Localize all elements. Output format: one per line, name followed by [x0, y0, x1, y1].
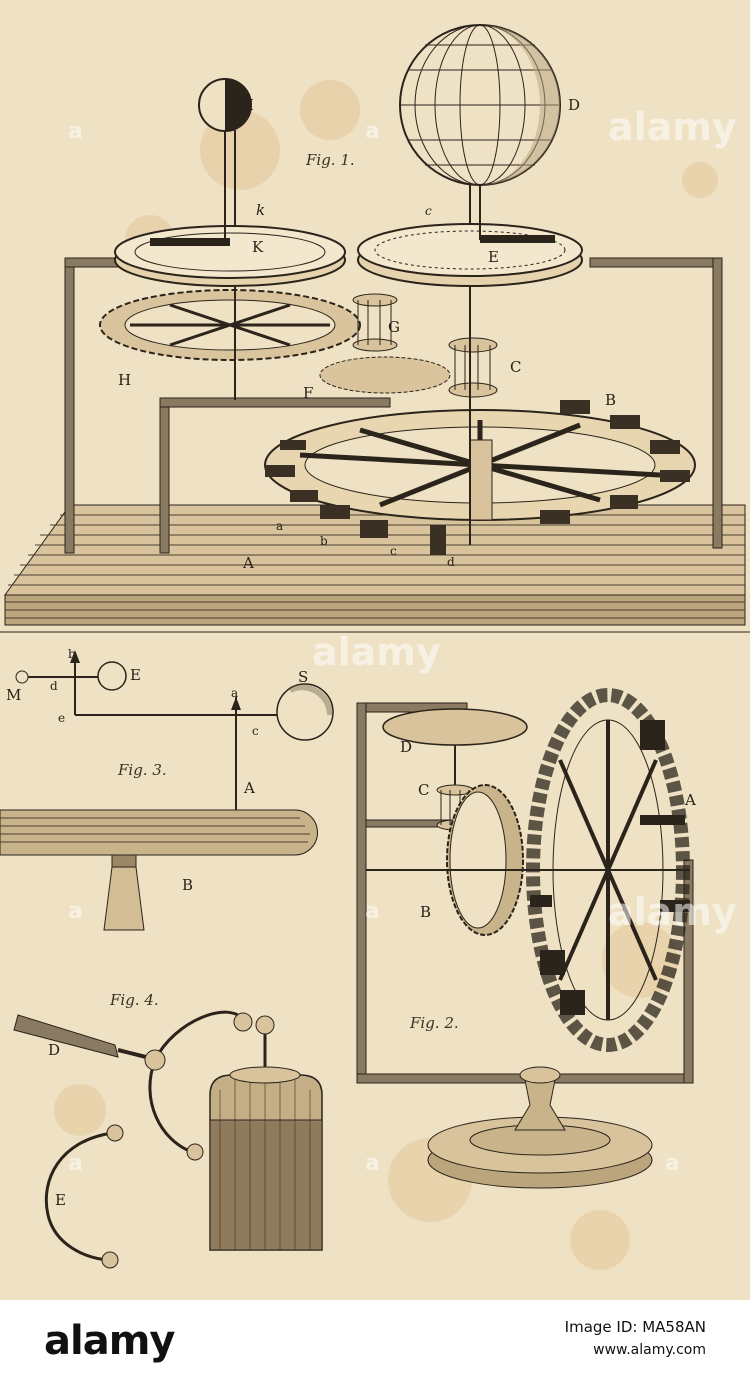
- engraving-plate: I D Fig. 1. k K c E G C H F B a b c d A: [0, 0, 750, 1300]
- fig4-joint-ball: [144, 1049, 166, 1071]
- watermark-top-right: alamy: [608, 105, 737, 149]
- fig2-gear-B: [446, 784, 524, 936]
- fig1-lantern-G: [352, 293, 398, 352]
- fig1-label-D: D: [568, 96, 580, 114]
- fig4-ball-1: [233, 1012, 253, 1032]
- fig1-label-c: c: [390, 544, 397, 558]
- fig2-caption: Fig. 2.: [409, 1014, 459, 1032]
- fig2-label-B: B: [420, 903, 431, 921]
- fig4-label-D: D: [48, 1041, 60, 1059]
- fig3-ball-E: [97, 661, 127, 691]
- fig3-label-e: e: [58, 711, 65, 725]
- fig4-jar: [209, 1066, 323, 1251]
- fig3-label-c: c: [252, 724, 259, 738]
- watermark-mark-2: a: [365, 119, 380, 144]
- fig3-rods: [22, 660, 280, 817]
- fig1-moon-I: [198, 78, 252, 240]
- fig2-label-D: D: [400, 738, 412, 756]
- figure-1: I D Fig. 1. k K c E G C H F B a b c d A: [4, 24, 746, 626]
- fig1-label-F: F: [303, 384, 313, 402]
- figure-3: b E M d a S e c Fig. 3. A B: [0, 647, 334, 931]
- watermark-footer: alamy Image ID: MA58AN www.alamy.com: [0, 1300, 750, 1390]
- figure-4: Fig. 4. D E: [13, 991, 323, 1269]
- fig1-dial-K: [114, 225, 346, 287]
- fig1-label-K: K: [252, 238, 264, 256]
- fig3-label-B: B: [182, 876, 193, 894]
- fig3-label-A: A: [243, 779, 255, 797]
- watermark-mark-4: a: [365, 899, 380, 924]
- fig3-cylinder-B: [0, 809, 318, 931]
- fig1-label-B: B: [605, 391, 616, 409]
- fig1-label-d: d: [447, 555, 455, 569]
- fig3-label-M: M: [6, 686, 21, 704]
- watermark-mark-5: a: [68, 1151, 83, 1176]
- fig4-caption: Fig. 4.: [109, 991, 159, 1009]
- fig4-ball-3: [186, 1143, 204, 1161]
- fig1-label-a: a: [276, 519, 283, 533]
- fig1-label-C: C: [510, 358, 521, 376]
- fig3-ball-S: [276, 683, 334, 741]
- fig1-dial-E: [357, 223, 583, 287]
- fig1-gear-F: [319, 356, 451, 394]
- fig3-pivot-b: [70, 650, 80, 663]
- fig1-globe-D: [399, 24, 561, 240]
- fig2-disc-D: [382, 708, 528, 790]
- fig2-water-wheel-A: [526, 688, 690, 1052]
- footer-url: www.alamy.com: [593, 1342, 706, 1358]
- fig3-label-d: d: [50, 679, 58, 693]
- fig1-label-G: G: [388, 318, 400, 336]
- fig1-caption: Fig. 1.: [305, 151, 355, 169]
- fig1-label-k: k: [256, 201, 265, 219]
- fig4-arc-E: [44, 1124, 124, 1269]
- fig3-label-a: a: [231, 686, 238, 700]
- fig1-label-E: E: [488, 248, 499, 266]
- fig3-ball-M: [15, 670, 29, 684]
- watermark-mark-1: a: [68, 119, 83, 144]
- fig1-label-H: H: [118, 371, 131, 389]
- watermark-overlay: alamy alamy alamy a a a a a a a: [68, 105, 737, 1176]
- fig1-lantern-C: [448, 337, 498, 398]
- fig1-label-b: b: [320, 534, 328, 548]
- fig2-stand: [427, 1066, 653, 1189]
- footer-brand-logo: alamy: [44, 1318, 175, 1364]
- fig2-label-C: C: [418, 781, 429, 799]
- fig1-label-A: A: [242, 554, 254, 572]
- fig4-ball-2: [255, 1015, 275, 1035]
- fig1-water-wheel: [264, 400, 696, 555]
- fig3-label-S: S: [298, 668, 308, 686]
- fig2-label-A: A: [684, 791, 696, 809]
- fig3-caption: Fig. 3.: [117, 761, 167, 779]
- fig1-label-I: I: [248, 96, 254, 114]
- watermark-mark-6: a: [365, 1151, 380, 1176]
- fig1-gear-H: [99, 289, 361, 361]
- watermark-center: alamy: [312, 630, 441, 674]
- fig4-handle-D: [13, 1014, 151, 1060]
- fig3-pivot-a: [231, 697, 241, 710]
- fig3-label-b: b: [68, 647, 76, 661]
- plate-drawing: I D Fig. 1. k K c E G C H F B a b c d A: [0, 24, 750, 1270]
- watermark-mid-right: alamy: [608, 890, 737, 934]
- watermark-mark-7: a: [665, 1151, 680, 1176]
- fig1-label-c-dial: c: [425, 204, 432, 218]
- footer-image-id: Image ID: MA58AN: [564, 1318, 706, 1336]
- fig1-base-board: [4, 504, 746, 626]
- fig4-label-E: E: [55, 1191, 66, 1209]
- figure-2: D C A B Fig. 2.: [356, 688, 696, 1189]
- watermark-mark-3: a: [68, 899, 83, 924]
- fig3-label-E: E: [130, 666, 141, 684]
